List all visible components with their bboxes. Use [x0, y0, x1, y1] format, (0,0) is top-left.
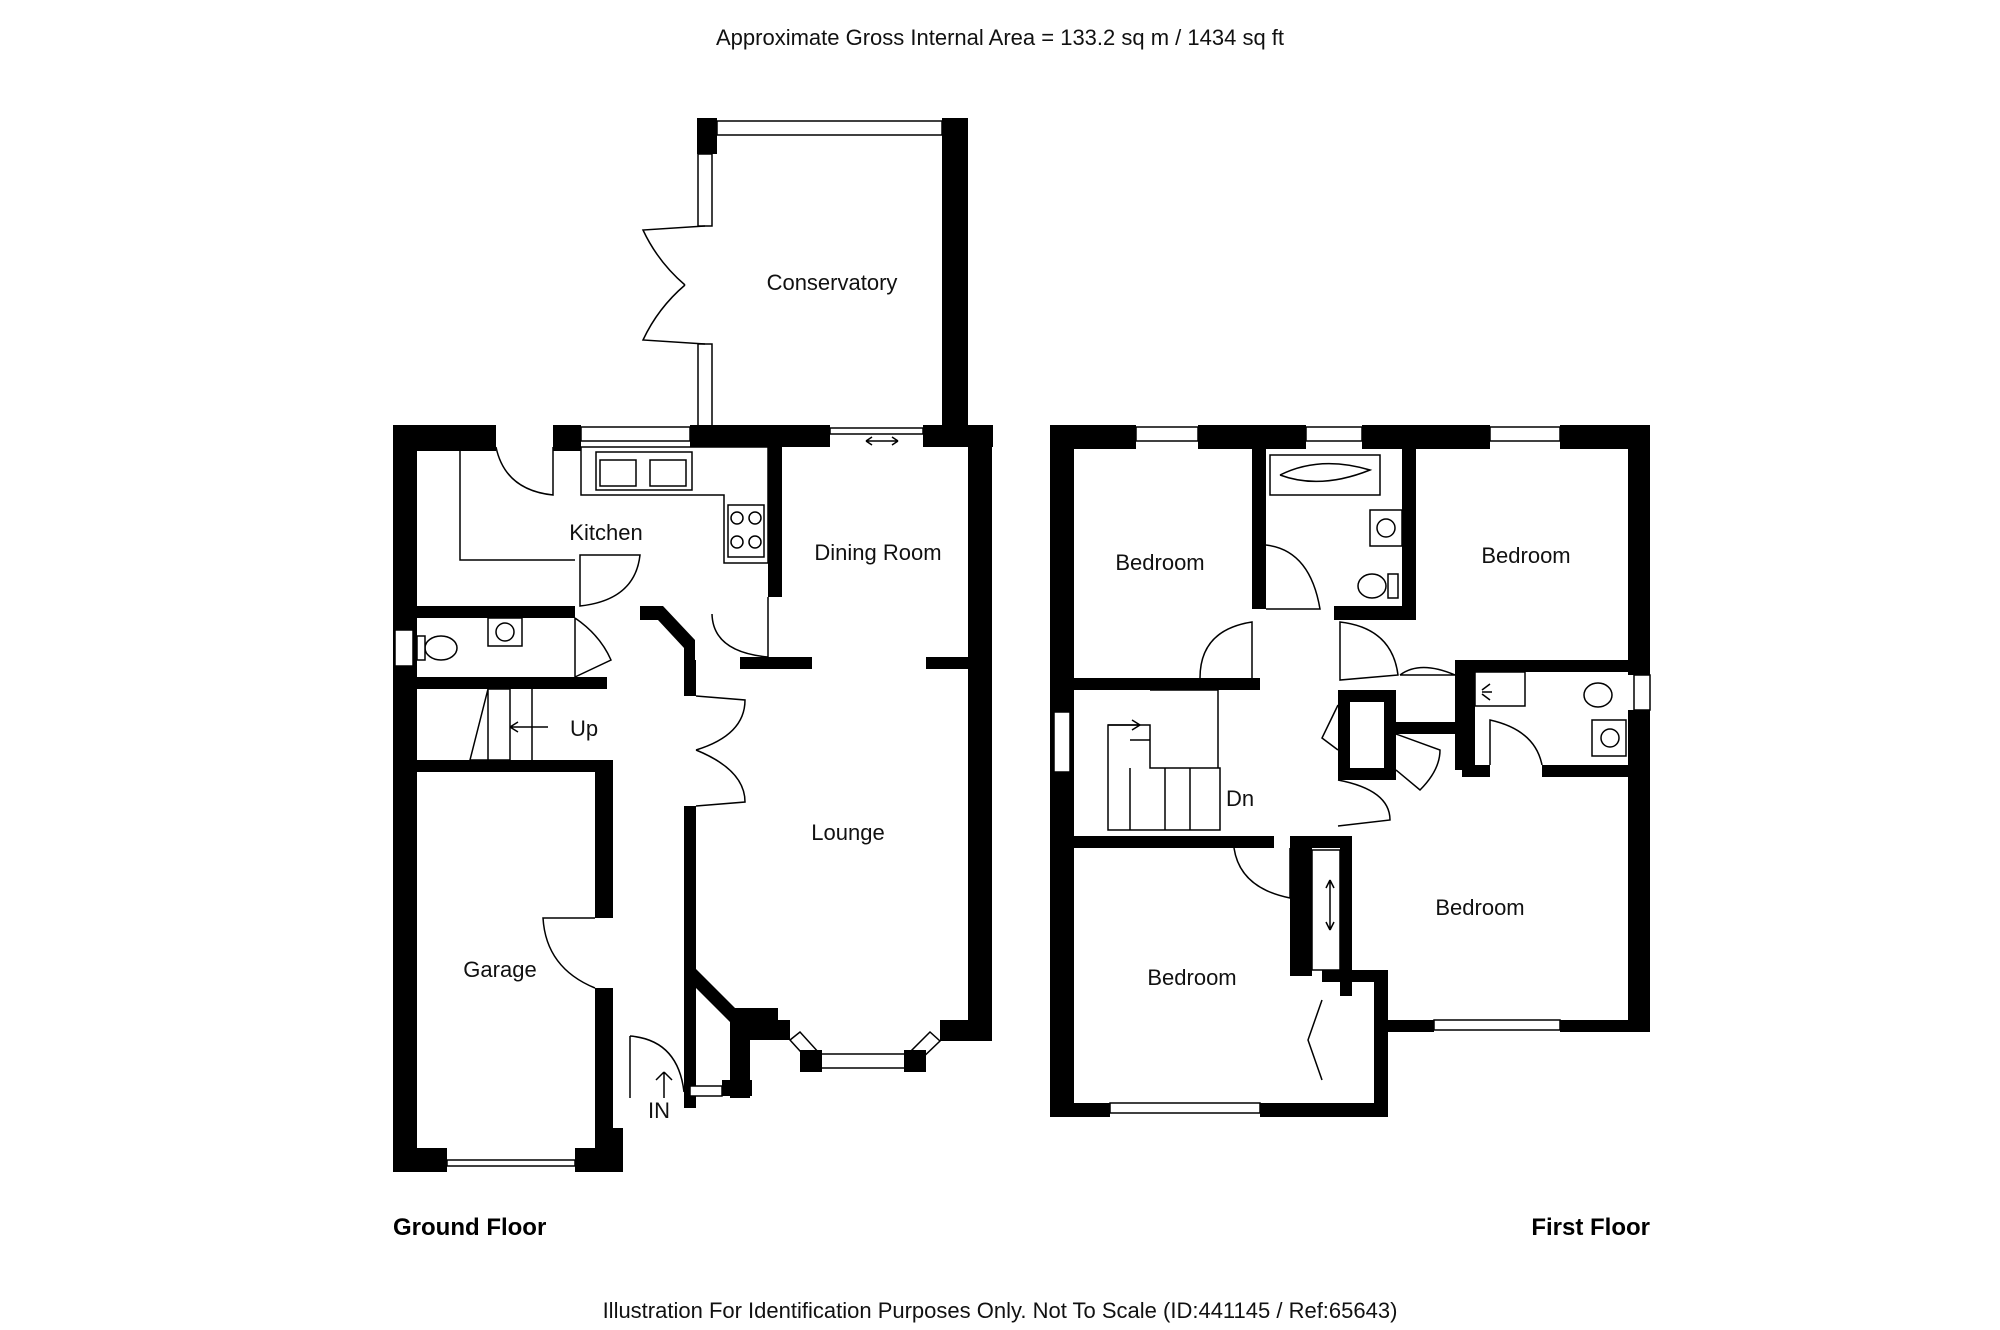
cupboard-door-1 — [1321, 704, 1339, 751]
room-garage: Garage — [463, 957, 536, 982]
bath-basin — [1369, 509, 1403, 547]
room-conservatory: Conservatory — [767, 270, 898, 295]
room-bedroom-e: Bedroom — [1435, 895, 1524, 920]
bath — [1269, 454, 1381, 496]
ground-stairs — [469, 688, 533, 761]
conservatory-top-window — [716, 120, 943, 136]
first-floor-plan: Dn Bedroom Bedroom Bedroom Bedroom First… — [1050, 425, 1651, 1241]
ensuite-toilet — [1583, 682, 1613, 708]
first-stairs — [1107, 689, 1221, 831]
bay-window-center — [817, 1053, 909, 1069]
bedroom-ne-window — [1489, 426, 1561, 442]
ensuite-door — [1489, 719, 1543, 766]
conservatory-side-window-lower — [697, 343, 713, 429]
ensuite-basin — [1591, 719, 1627, 757]
bedroom-e-window — [1433, 1019, 1561, 1031]
conservatory-french-doors — [641, 225, 706, 345]
bedroom-nw-door — [1199, 621, 1253, 679]
ground-basin — [487, 617, 523, 647]
bedroom-ne-door — [1339, 621, 1399, 681]
landing-door-lower — [1337, 779, 1391, 827]
bedroom-sw-window — [1109, 1102, 1261, 1114]
room-kitchen: Kitchen — [569, 520, 642, 545]
garage-door — [446, 1159, 576, 1167]
dining-sliding-door — [829, 427, 924, 435]
first-floor-title: First Floor — [1531, 1214, 1650, 1241]
garage-internal-door — [542, 917, 596, 989]
room-bedroom-nw: Bedroom — [1115, 550, 1204, 575]
ground-floor-title: Ground Floor — [393, 1214, 546, 1241]
landing-window — [1053, 711, 1071, 773]
wc-window — [394, 629, 414, 667]
front-door — [629, 1035, 685, 1098]
dn-label: Dn — [1226, 786, 1254, 811]
lounge-double-door — [695, 695, 746, 807]
landing-door-right — [1399, 666, 1456, 676]
wc-door — [574, 617, 612, 679]
cupboard-door-2 — [1395, 733, 1441, 792]
entrance-label: IN — [648, 1098, 670, 1123]
disclaimer-footer: Illustration For Identification Purposes… — [603, 1298, 1398, 1323]
bedroom-nw-window — [1135, 426, 1199, 442]
ground-floor-plan: Up IN Conservatory Kitchen Dining Room L… — [393, 118, 993, 1241]
cupboard-door-3 — [1307, 999, 1323, 1081]
up-label: Up — [570, 716, 598, 741]
bathroom-door — [1265, 544, 1321, 610]
wardrobe-sliding — [1311, 849, 1341, 971]
hall-kitchen-door — [579, 554, 641, 607]
dining-door — [711, 597, 769, 658]
entrance-side-window — [689, 1085, 723, 1097]
ground-toilet — [424, 635, 458, 661]
room-bedroom-sw: Bedroom — [1147, 965, 1236, 990]
kitchen-back-door — [495, 446, 554, 496]
bath-toilet — [1357, 573, 1387, 599]
ensuite-window — [1633, 674, 1651, 711]
room-dining: Dining Room — [814, 540, 941, 565]
room-bedroom-ne: Bedroom — [1481, 543, 1570, 568]
entrance-arrow — [655, 1071, 673, 1098]
kitchen-window — [580, 426, 691, 442]
bedroom-sw-door — [1233, 847, 1291, 899]
bathroom-window — [1305, 426, 1363, 442]
room-lounge: Lounge — [811, 820, 884, 845]
conservatory-side-window-upper — [697, 153, 713, 227]
area-heading: Approximate Gross Internal Area = 133.2 … — [716, 25, 1284, 50]
